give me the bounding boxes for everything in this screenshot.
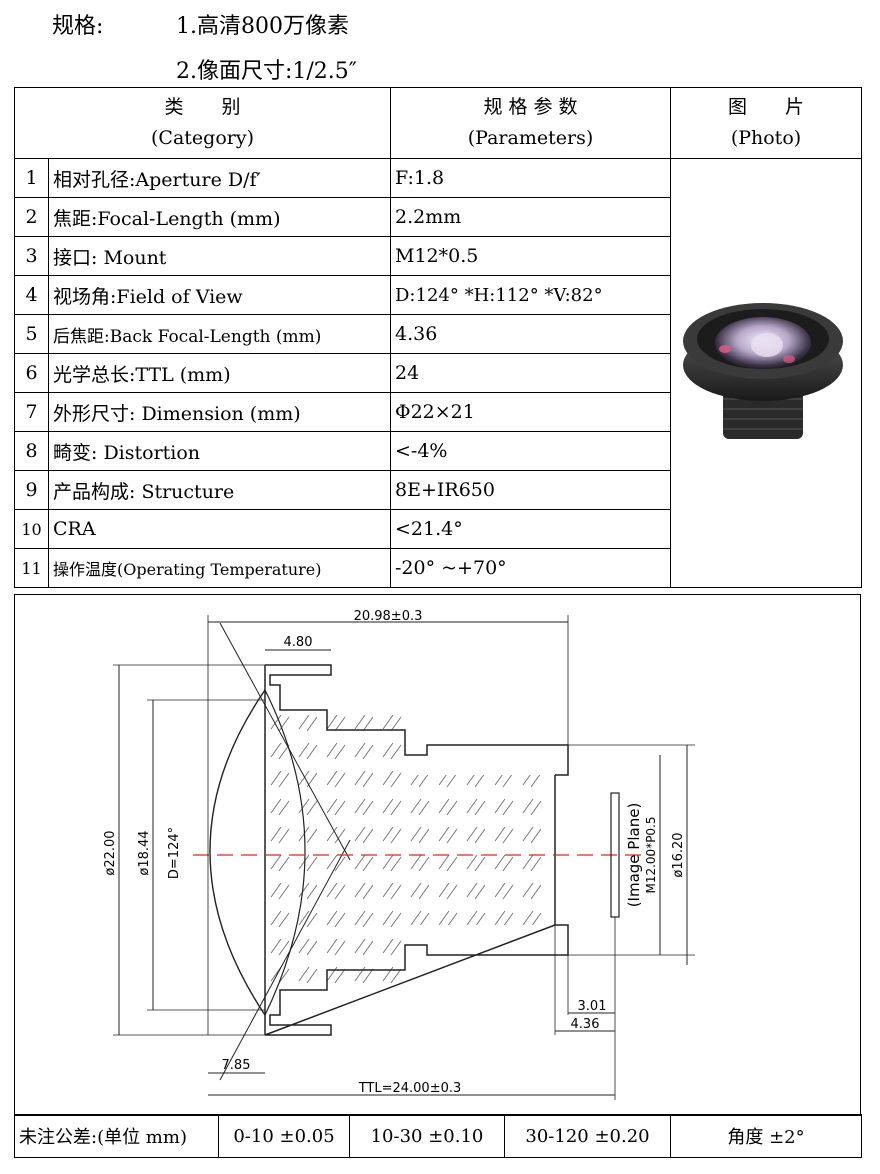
row-value: 2.2mm (390, 197, 671, 237)
row-value: D:124° *H:112° *V:82° (390, 275, 671, 315)
row-value: <-4% (390, 431, 671, 471)
table-row: 9 产品构成: Structure 8E+IR650 (14, 470, 862, 510)
dim-ttl: TTL=24.00±0.3 (358, 1081, 462, 1096)
dim-total-length: 20.98±0.3 (354, 609, 423, 624)
spec-line-resolution: 1.高清800万像素 (176, 14, 349, 39)
dim-bottom-step: 7.85 (222, 1058, 251, 1073)
table-row: 6 光学总长:TTL (mm) 24 (14, 353, 862, 393)
lens-photo-cell (670, 158, 862, 588)
row-number: 5 (14, 314, 49, 354)
dim-bfl: 4.36 (571, 1017, 600, 1032)
header-category-cn: 类 别 (164, 96, 241, 118)
row-number: 8 (14, 431, 49, 471)
dim-flange: 3.01 (578, 999, 607, 1014)
row-value: 4.36 (390, 314, 671, 354)
row-category: 光学总长:TTL (mm) (48, 353, 391, 393)
dim-outer-dia: ø22.00 (103, 830, 118, 875)
dim-top-step: 4.80 (284, 635, 313, 650)
table-row: 10 CRA <21.4° (14, 509, 862, 549)
header-category: 类 别 (Category) (14, 87, 391, 159)
header-photo-cn: 图 片 (727, 96, 804, 118)
row-category: 相对孔径:Aperture D/f′ (48, 158, 391, 198)
table-row: 5 后焦距:Back Focal-Length (mm) 4.36 (14, 314, 862, 354)
row-category: CRA (48, 509, 391, 549)
tolerance-table: 未注公差:(单位 mm) 0-10 ±0.05 10-30 ±0.10 30-1… (14, 1114, 862, 1158)
row-value: 24 (390, 353, 671, 393)
header-parameters: 规 格 参 数 (Parameters) (390, 87, 671, 159)
image-plane-label: (Image Plane) (625, 803, 643, 908)
table-row: 7 外形尺寸: Dimension (mm) Φ22×21 (14, 392, 862, 432)
row-category: 外形尺寸: Dimension (mm) (48, 392, 391, 432)
row-category: 接口: Mount (48, 236, 391, 276)
spec-line-sensor-size: 2.像面尺寸:1/2.5″ (176, 59, 358, 84)
row-number: 11 (14, 548, 49, 588)
dim-inner-dia: ø18.44 (137, 830, 152, 875)
dim-fov: D=124° (167, 827, 182, 879)
row-category: 畸变: Distortion (48, 431, 391, 471)
row-number: 6 (14, 353, 49, 393)
row-category: 操作温度(Operating Temperature) (48, 548, 391, 588)
spec-label: 规格: (52, 14, 104, 39)
row-value: -20° ~+70° (390, 548, 671, 588)
row-number: 10 (14, 509, 49, 549)
header-params-en: (Parameters) (467, 127, 594, 149)
row-value: Φ22×21 (390, 392, 671, 432)
tolerance-range-3: 30-120 ±0.20 (504, 1114, 671, 1158)
row-category: 产品构成: Structure (48, 470, 391, 510)
header-category-en: (Category) (151, 127, 254, 149)
row-number: 1 (14, 158, 49, 198)
dim-thread: M12.00*P0.5 (644, 816, 658, 893)
row-number: 7 (14, 392, 49, 432)
row-category: 视场角:Field of View (48, 275, 391, 315)
spec-table: 类 别 (Category) 规 格 参 数 (Parameters) 图 片 … (14, 87, 862, 588)
lens-drawing: 20.98±0.3 4.80 ø22.00 ø18.44 D=124° 7.85… (103, 609, 695, 1100)
tolerance-row: 未注公差:(单位 mm) 0-10 ±0.05 10-30 ±0.10 30-1… (14, 1114, 862, 1158)
table-row: 2 焦距:Focal-Length (mm) 2.2mm (14, 197, 862, 237)
row-value: M12*0.5 (390, 236, 671, 276)
header-photo-en: (Photo) (730, 127, 802, 149)
row-number: 9 (14, 470, 49, 510)
table-row: 11 操作温度(Operating Temperature) -20° ~+70… (14, 548, 862, 588)
row-value: <21.4° (390, 509, 671, 549)
table-row: 8 畸变: Distortion <-4% (14, 431, 862, 471)
row-category: 焦距:Focal-Length (mm) (48, 197, 391, 237)
row-number: 2 (14, 197, 49, 237)
table-row: 4 视场角:Field of View D:124° *H:112° *V:82… (14, 275, 862, 315)
spec-table-header: 类 别 (Category) 规 格 参 数 (Parameters) 图 片 … (14, 87, 862, 159)
row-value: F:1.8 (390, 158, 671, 198)
row-value: 8E+IR650 (390, 470, 671, 510)
tolerance-label: 未注公差:(单位 mm) (14, 1114, 219, 1158)
header-photo: 图 片 (Photo) (670, 87, 862, 159)
dim-sensor-dia: ø16.20 (671, 832, 686, 877)
row-number: 4 (14, 275, 49, 315)
technical-drawing: 20.98±0.3 4.80 ø22.00 ø18.44 D=124° 7.85… (14, 594, 861, 1116)
row-number: 3 (14, 236, 49, 276)
tolerance-range-2: 10-30 ±0.10 (349, 1114, 505, 1158)
tolerance-range-1: 0-10 ±0.05 (218, 1114, 350, 1158)
header-params-cn: 规 格 参 数 (483, 96, 578, 118)
row-category: 后焦距:Back Focal-Length (mm) (48, 314, 391, 354)
lens-photo (683, 302, 843, 439)
table-row: 1 相对孔径:Aperture D/f′ F:1.8 (14, 158, 862, 588)
table-row: 3 接口: Mount M12*0.5 (14, 236, 862, 276)
tolerance-angle: 角度 ±2° (670, 1114, 862, 1158)
